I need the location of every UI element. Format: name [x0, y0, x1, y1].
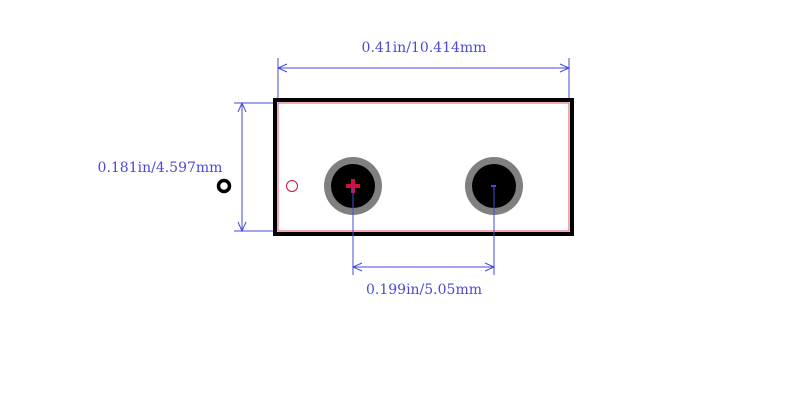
pin1-marker-inside	[286, 180, 298, 192]
pitch-dimension-label: 0.199in/5.05mm	[366, 282, 482, 298]
pin1-marker-outside	[216, 178, 232, 194]
courtyard-outline	[277, 102, 570, 232]
width-dimension	[276, 58, 571, 98]
height-dimension	[234, 101, 273, 233]
pitch-dimension	[351, 186, 496, 275]
component-outline	[273, 98, 574, 236]
height-dimension-label: 0.181in/4.597mm	[98, 160, 223, 176]
width-dimension-label: 0.41in/10.414mm	[362, 40, 487, 56]
